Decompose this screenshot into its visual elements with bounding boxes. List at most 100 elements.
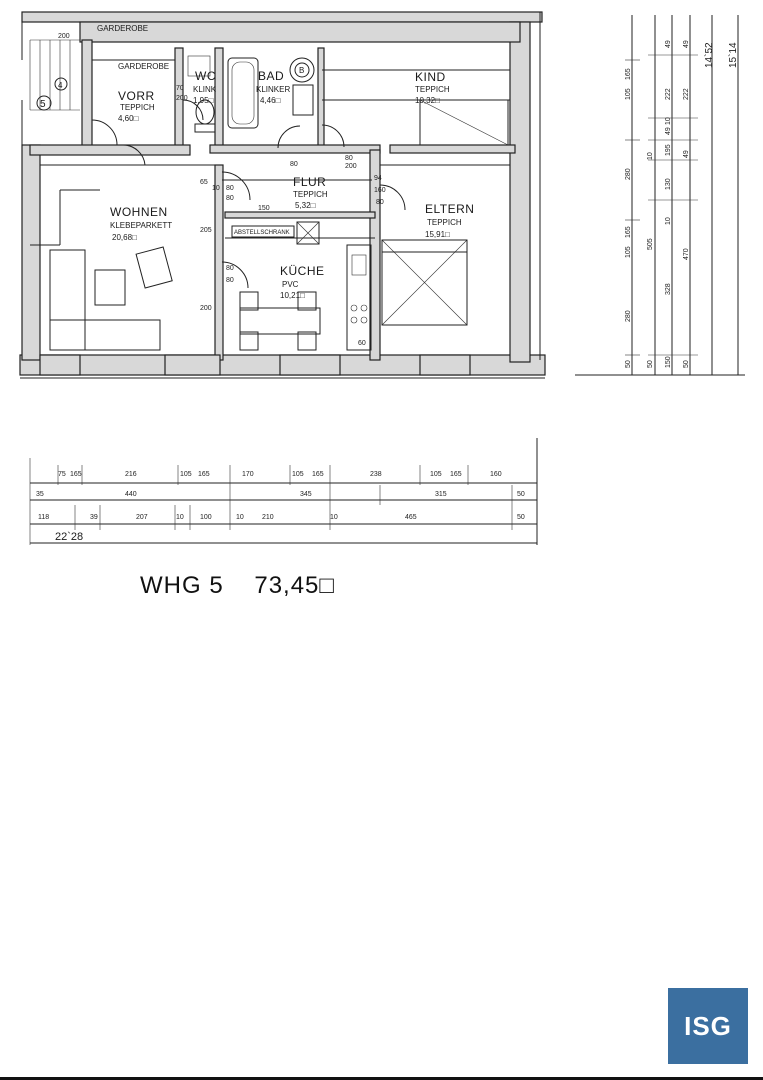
right-total-2: 15`14 <box>727 42 739 68</box>
right-dim: 195 <box>665 144 672 156</box>
room-wc-name: WC <box>195 69 216 83</box>
bottom-dim: 465 <box>405 514 417 521</box>
right-dim: 505 <box>647 238 654 250</box>
small-dim: 200 <box>58 33 70 40</box>
right-dim: 10 <box>665 217 672 225</box>
garderobe-label: GARDEROBE <box>118 62 169 71</box>
room-bad-area: 4,46□ <box>260 96 281 105</box>
page-bottom-edge <box>0 1077 763 1080</box>
right-dim: 10 <box>647 152 654 160</box>
room-bad-name: BAD <box>258 69 284 83</box>
room-kueche-name: KÜCHE <box>280 264 325 278</box>
right-total-1: 14`52 <box>703 42 715 68</box>
bottom-dim: 10 <box>236 514 244 521</box>
bottom-dim: 207 <box>136 514 148 521</box>
right-dim: 10 <box>665 117 672 125</box>
small-dim: 200 <box>345 163 357 170</box>
room-kind-floor: TEPPICH <box>415 85 450 94</box>
right-dim: 49 <box>665 40 672 48</box>
small-dim: 10 <box>212 185 220 192</box>
bottom-dim: 100 <box>200 514 212 521</box>
bottom-dim: 170 <box>242 471 254 478</box>
bottom-dim: 50 <box>517 514 525 521</box>
right-dim: 165 <box>625 226 632 238</box>
small-dim: 80 <box>226 265 234 272</box>
marker-4: 4 <box>58 81 63 90</box>
small-dim: 60 <box>358 340 366 347</box>
small-dim: 65 <box>200 179 208 186</box>
small-dim: 80 <box>290 161 298 168</box>
small-dim: 80 <box>226 195 234 202</box>
bedroom-bed <box>381 239 468 326</box>
right-dim: 49 <box>683 150 690 158</box>
room-bad-floor: KLINKER <box>256 85 290 94</box>
bottom-dim: 440 <box>125 491 137 498</box>
marker-5: 5 <box>40 99 46 110</box>
right-dim: 165 <box>625 68 632 80</box>
bottom-dim: 35 <box>36 491 44 498</box>
bottom-dim: 210 <box>262 514 274 521</box>
kitchen-furniture <box>239 221 372 351</box>
small-dim: 80 <box>226 277 234 284</box>
bottom-dim: 165 <box>70 471 82 478</box>
small-dim: 94 <box>374 175 382 182</box>
right-dim: 50 <box>647 360 654 368</box>
room-eltern-floor: TEPPICH <box>427 218 462 227</box>
room-flur-name: FLUR <box>293 175 326 189</box>
door-swings <box>91 99 406 289</box>
bottom-dim: 105 <box>180 471 192 478</box>
room-labels: GARDEROBE GARDEROBE VORR TEPPICH 4,60□ W… <box>97 24 474 300</box>
small-dim: 80 <box>226 185 234 192</box>
room-kind-name: KIND <box>415 70 446 84</box>
abstellschrank-label: ABSTELLSCHRANK <box>234 230 290 236</box>
bottom-dim: 216 <box>125 471 137 478</box>
bottom-dim: 315 <box>435 491 447 498</box>
small-dim: 150 <box>258 205 270 212</box>
bottom-dim: 160 <box>490 471 502 478</box>
room-wc-floor: KLINK <box>193 85 217 94</box>
small-dim: 80 <box>345 155 353 162</box>
room-eltern-name: ELTERN <box>425 202 474 216</box>
small-dim: 70 <box>176 85 184 92</box>
room-vorr-name: VORR <box>118 89 155 103</box>
bottom-dim: 345 <box>300 491 312 498</box>
right-dim: 50 <box>625 360 632 368</box>
right-dim: 130 <box>665 178 672 190</box>
bottom-dimensions <box>29 438 538 545</box>
right-dim: 49 <box>683 40 690 48</box>
small-dim: 80 <box>376 199 384 206</box>
bottom-dim: 118 <box>38 514 49 521</box>
room-wc-area: 1,95□ <box>193 96 214 105</box>
bottom-dim: 50 <box>517 491 525 498</box>
right-dim: 150 <box>665 356 672 368</box>
right-dim: 328 <box>665 283 672 295</box>
room-eltern-area: 15,91□ <box>425 230 450 239</box>
bottom-dim: 75 <box>58 471 66 478</box>
room-flur-area: 5,32□ <box>295 201 316 210</box>
bottom-dim: 10 <box>330 514 338 521</box>
apartment-name: WHG 5 <box>140 572 224 599</box>
small-dimensions: 200 65 10 80 80 150 205 200 80 94 160 80… <box>58 33 386 347</box>
small-dim: 200 <box>200 305 212 312</box>
walls <box>19 11 546 376</box>
bottom-dim: 165 <box>198 471 210 478</box>
circle-markers: 4 5 B <box>36 62 310 111</box>
room-flur-floor: TEPPICH <box>293 190 328 199</box>
marker-b: B <box>299 66 304 75</box>
small-dim: 160 <box>374 187 386 194</box>
room-vorr-floor: TEPPICH <box>120 103 155 112</box>
bottom-dim: 105 <box>292 471 304 478</box>
apartment-label: WHG 5 73,45□ <box>140 572 335 600</box>
small-dim: 200 <box>176 95 188 102</box>
stairs <box>29 39 80 111</box>
bottom-dim: 238 <box>370 471 382 478</box>
bottom-dim: 165 <box>312 471 324 478</box>
right-dim: 50 <box>683 360 690 368</box>
bottom-dim-labels: 75 165 216 105 165 170 105 165 238 105 1… <box>36 471 525 543</box>
right-dim: 105 <box>625 246 632 258</box>
right-dim: 222 <box>683 88 690 100</box>
right-dim-labels: 105 165 280 105 165 280 50 10 505 50 49 … <box>625 40 739 368</box>
room-kueche-area: 10,21□ <box>280 291 305 300</box>
bottom-dim: 10 <box>176 514 184 521</box>
right-dim: 105 <box>625 88 632 100</box>
